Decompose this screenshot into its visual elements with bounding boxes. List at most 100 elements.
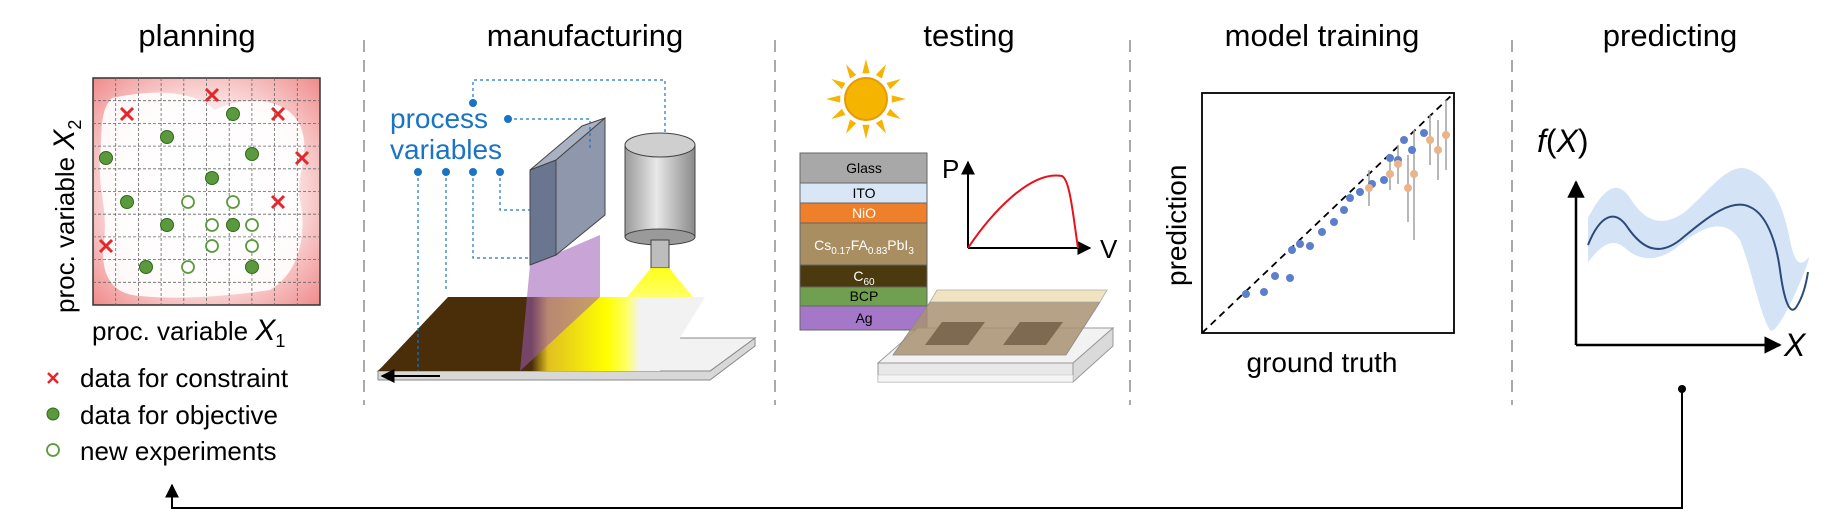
nozzle-tip bbox=[650, 239, 670, 269]
sun-ray bbox=[886, 108, 901, 119]
predicting-panel: f(X) X bbox=[1537, 123, 1809, 363]
manufacturing-panel: process variables bbox=[376, 79, 757, 383]
objective-marker bbox=[160, 218, 174, 232]
train-point bbox=[1400, 136, 1408, 144]
title-model-training: model training bbox=[1225, 18, 1420, 53]
constraint-marker bbox=[98, 238, 114, 254]
new-experiment-marker bbox=[181, 195, 195, 209]
layer-perovskite: Cs0.17FA0.83PbI3 bbox=[814, 237, 914, 257]
legend: data for constraint data for objective n… bbox=[46, 363, 289, 466]
parity-line bbox=[1201, 92, 1455, 334]
train-point bbox=[1306, 242, 1314, 250]
train-point bbox=[1408, 146, 1416, 154]
layer-c60: C60 bbox=[853, 268, 875, 288]
test-point bbox=[1442, 131, 1450, 139]
layer-ito: ITO bbox=[852, 185, 875, 201]
train-point bbox=[1346, 194, 1354, 202]
process-variables-line1: process bbox=[390, 103, 488, 134]
train-point bbox=[1356, 188, 1364, 196]
constraint-marker bbox=[294, 150, 310, 166]
new-experiment-marker bbox=[205, 218, 219, 232]
sun-ray bbox=[862, 124, 870, 139]
title-testing: testing bbox=[923, 18, 1014, 53]
lamp-front bbox=[529, 159, 557, 266]
train-point bbox=[1288, 246, 1296, 254]
train-point bbox=[1271, 272, 1279, 280]
layer-nio: NiO bbox=[852, 205, 876, 221]
title-manufacturing: manufacturing bbox=[487, 18, 683, 53]
model-training-panel: prediction ground truth bbox=[1161, 92, 1455, 378]
planning-panel: proc. variable X2 proc. variable X1 bbox=[48, 77, 321, 351]
sun-icon bbox=[826, 59, 906, 139]
new-experiment-marker bbox=[181, 260, 195, 274]
train-point bbox=[1296, 240, 1304, 248]
sun-ray bbox=[826, 95, 841, 103]
xlabel-x: X bbox=[1783, 327, 1807, 363]
nozzle-top bbox=[624, 132, 696, 158]
train-point bbox=[1260, 288, 1268, 296]
train-point bbox=[1340, 206, 1348, 214]
section-dividers bbox=[363, 40, 1513, 405]
process-leaders bbox=[417, 79, 666, 371]
spray-cone bbox=[627, 268, 693, 297]
legend-objective-label: data for objective bbox=[80, 400, 278, 430]
sun-ray bbox=[831, 79, 846, 90]
objective-marker bbox=[205, 171, 219, 185]
train-point bbox=[1242, 290, 1250, 298]
legend-objective-marker bbox=[46, 407, 60, 421]
nozzle-body bbox=[624, 144, 696, 238]
train-point bbox=[1380, 176, 1388, 184]
constraint-marker bbox=[119, 106, 135, 122]
light-beam bbox=[520, 235, 600, 371]
constraint-marker bbox=[270, 106, 286, 122]
legend-constraint-marker bbox=[47, 372, 59, 384]
layer-ag: Ag bbox=[855, 310, 872, 326]
train-point bbox=[1420, 129, 1428, 137]
objective-marker bbox=[139, 260, 153, 274]
pv-curve-plot: P V bbox=[942, 154, 1118, 264]
xlabel-ground-truth: ground truth bbox=[1247, 347, 1398, 378]
objective-marker bbox=[99, 151, 113, 165]
objective-marker bbox=[226, 107, 240, 121]
planning-y-label: proc. variable X2 bbox=[48, 120, 85, 313]
objective-marker bbox=[160, 130, 174, 144]
sun-ray bbox=[886, 79, 901, 90]
train-point bbox=[1386, 154, 1394, 162]
ylabel-fx: f(X) bbox=[1537, 123, 1589, 159]
objective-marker bbox=[226, 218, 240, 232]
lamp-top bbox=[529, 117, 606, 171]
sun-ray bbox=[831, 108, 846, 119]
sun-ray bbox=[875, 119, 886, 134]
process-leader-dots bbox=[414, 99, 512, 176]
objective-marker bbox=[245, 260, 259, 274]
legend-new-label: new experiments bbox=[80, 436, 277, 466]
feedback-loop-arrow bbox=[165, 385, 1686, 509]
ylabel-prediction: prediction bbox=[1161, 165, 1192, 286]
objective-marker bbox=[120, 195, 134, 209]
objective-marker bbox=[245, 147, 259, 161]
legend-new-marker bbox=[46, 443, 60, 457]
train-point bbox=[1286, 274, 1294, 282]
constraint-marker bbox=[270, 194, 286, 210]
new-experiment-marker bbox=[245, 218, 259, 232]
new-experiment-marker bbox=[245, 239, 259, 253]
new-experiment-marker bbox=[226, 195, 240, 209]
test-point bbox=[1394, 160, 1402, 168]
axis-p-label: P bbox=[942, 154, 959, 184]
title-predicting: predicting bbox=[1603, 18, 1737, 53]
sun-ray bbox=[891, 95, 906, 103]
device-layer-stack: Glass ITO NiO Cs0.17FA0.83PbI3 C60 BCP A… bbox=[799, 152, 928, 331]
layer-bcp: BCP bbox=[850, 288, 879, 304]
train-point bbox=[1318, 228, 1326, 236]
sun-ray bbox=[846, 119, 857, 134]
test-point bbox=[1404, 184, 1412, 192]
new-experiment-marker bbox=[205, 239, 219, 253]
test-point bbox=[1386, 170, 1394, 178]
title-planning: planning bbox=[138, 18, 255, 53]
planning-x-label: proc. variable X1 bbox=[92, 314, 285, 351]
test-point bbox=[1426, 136, 1434, 144]
legend-constraint-label: data for constraint bbox=[80, 363, 289, 393]
test-point bbox=[1434, 146, 1442, 154]
axis-v-label: V bbox=[1100, 234, 1118, 264]
